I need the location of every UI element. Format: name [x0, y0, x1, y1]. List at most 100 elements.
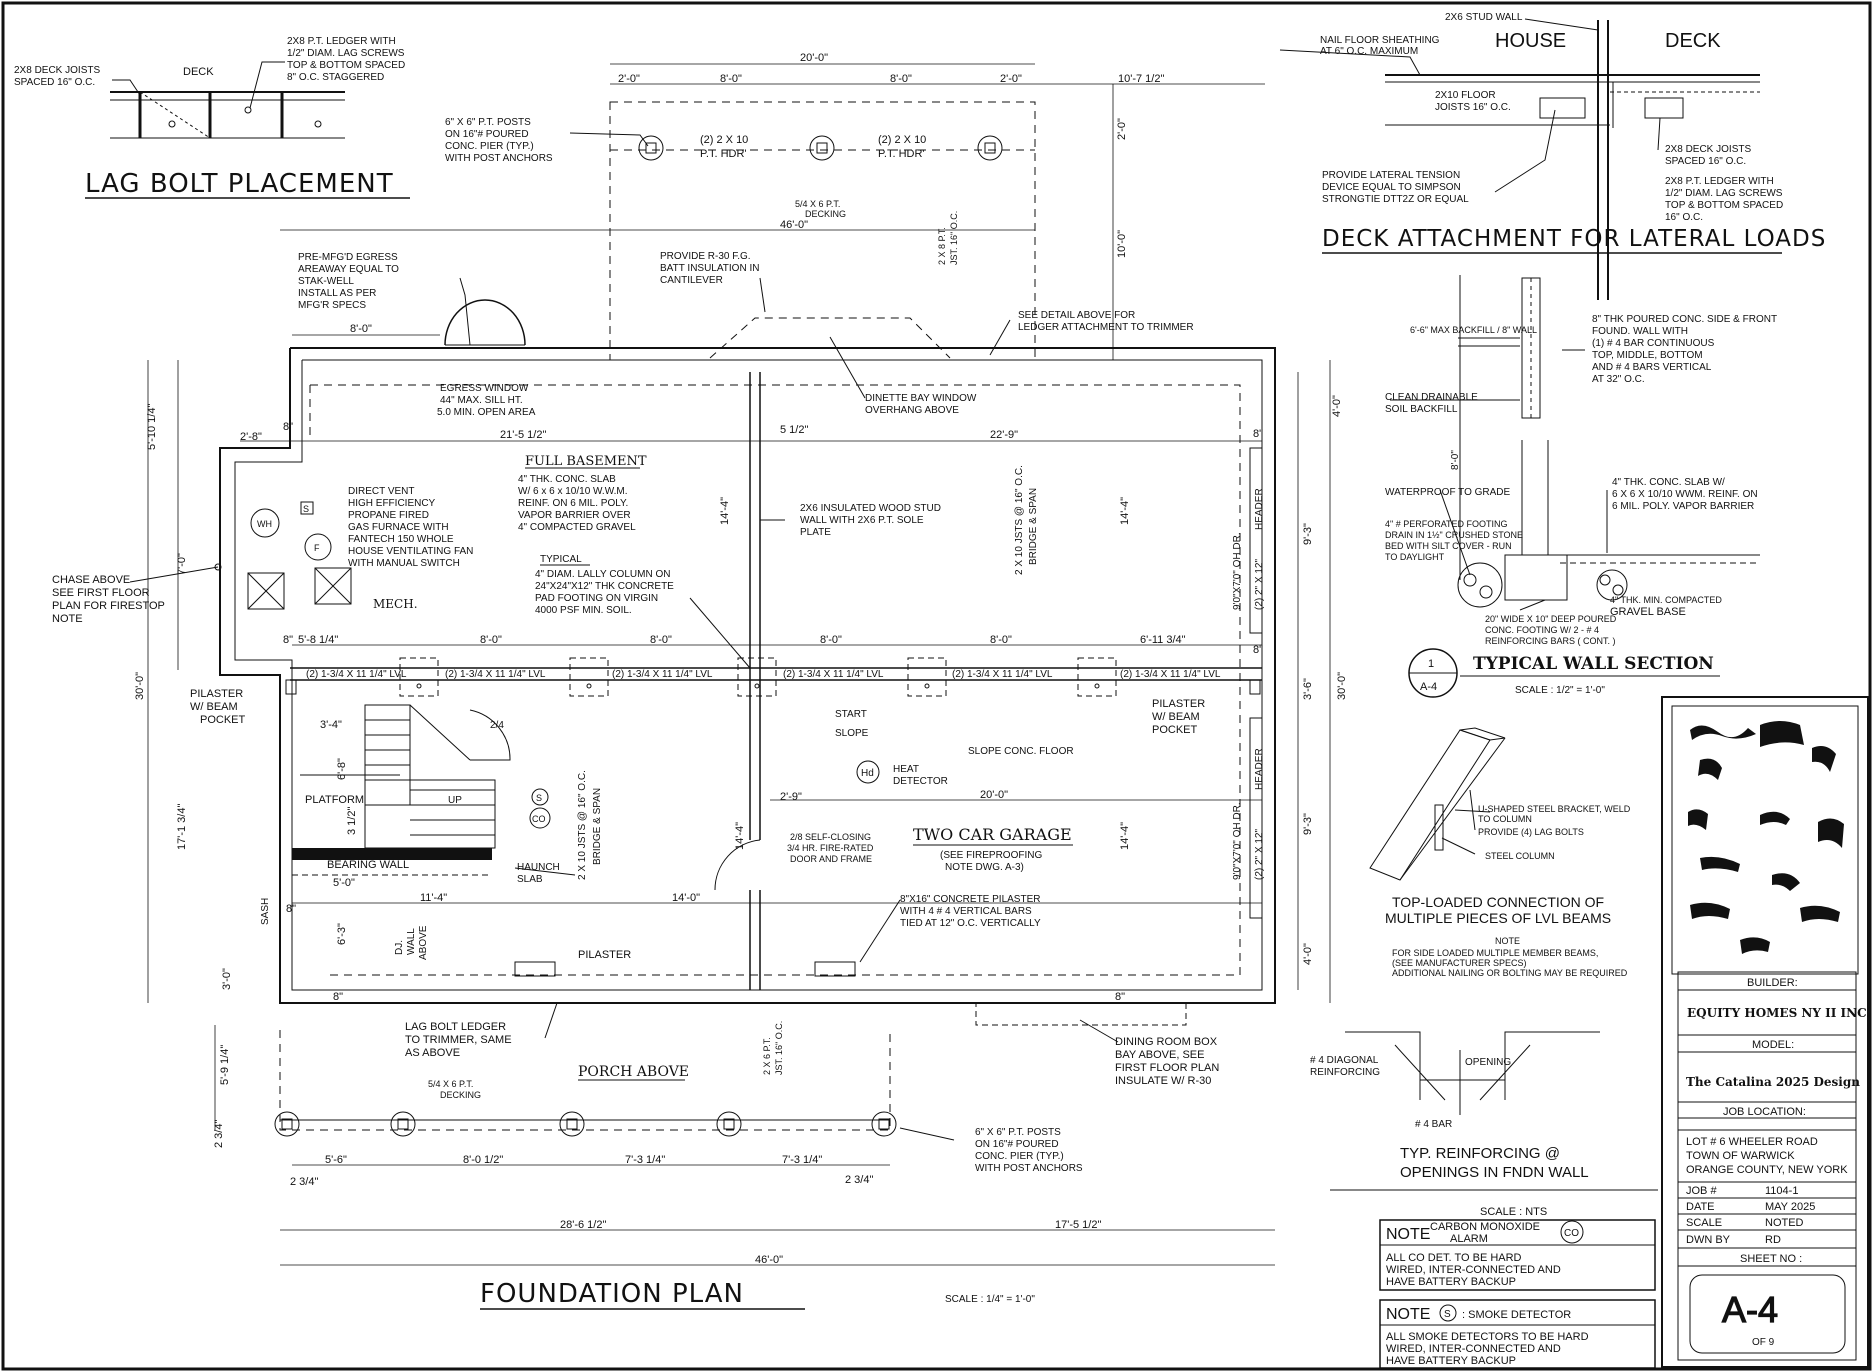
- lag-deck-label: DECK: [183, 66, 214, 78]
- dim-3-0-l: 3'-0": [221, 968, 233, 990]
- typical-label: TYPICAL: [540, 554, 582, 565]
- dim-p-17: 17'-5 1/2": [1055, 1219, 1101, 1231]
- lvl-6: (2) 1-3/4 X 11 1/4" LVL: [1120, 669, 1221, 680]
- dim-8-d: 8": [333, 991, 343, 1003]
- dim-7-0: 7'-0": [176, 553, 188, 575]
- sash-label: SASH: [260, 898, 271, 925]
- dim-8-e: 8": [1253, 428, 1263, 440]
- dim-top-8b: 8'-0": [890, 73, 912, 85]
- dim-r-9-3-b: 9'-3": [1302, 813, 1314, 835]
- waterproof: WATERPROOF TO GRADE: [1385, 487, 1511, 498]
- ws-slab-3: 6 MIL. POLY. VAPOR BARRIER: [1612, 501, 1754, 512]
- found-2: FOUND. WALL WITH: [1592, 326, 1688, 337]
- f-label: F: [314, 543, 320, 553]
- dv-2: HIGH EFFICIENCY: [348, 498, 436, 509]
- mech-label: MECH.: [373, 597, 418, 611]
- scale-label: SCALE: [1686, 1217, 1722, 1229]
- co-title-1: CARBON MONOXIDE: [1430, 1221, 1540, 1233]
- porch-label: PORCH ABOVE: [578, 1064, 689, 1080]
- insul-2: BATT INSULATION IN: [660, 263, 759, 274]
- heat-1: HEAT: [893, 764, 919, 775]
- wall-label: WALL: [406, 928, 417, 955]
- heat-detector-symbol: [856, 760, 880, 784]
- pil-right-3: POCKET: [1152, 724, 1198, 736]
- pil-right-1: PILASTER: [1152, 698, 1205, 710]
- lag-bolt-detail: [110, 61, 345, 139]
- backfill-max: 6'-6" MAX BACKFILL / 8" WALL: [1410, 325, 1537, 335]
- da-joists-2: SPACED 16" O.C.: [1665, 156, 1746, 167]
- deck-label: DECK: [1665, 30, 1721, 52]
- tension-2: DEVICE EQUAL TO SIMPSON: [1322, 182, 1461, 193]
- dim-5-0: 5'-0": [333, 877, 355, 889]
- dim-5-9: 5'-9 1/4": [219, 1045, 231, 1085]
- slope-label: SLOPE: [835, 728, 869, 739]
- lag-ledger-3: AS ABOVE: [405, 1047, 460, 1059]
- dim-p-8-0: 8'-0 1/2": [463, 1154, 503, 1166]
- hdr-1: (2) 2 X 10: [700, 134, 748, 146]
- insul-1: PROVIDE R-30 F.G.: [660, 251, 751, 262]
- egress-5: MFG'R SPECS: [298, 300, 366, 311]
- dim-8-c: 8": [286, 903, 296, 915]
- lag-joists-2: SPACED 16" O.C.: [14, 77, 95, 88]
- builder-name: EQUITY HOMES NY II INC.: [1687, 1006, 1871, 1020]
- pthdr-2: P.T. HDR': [878, 148, 925, 160]
- self-3: DOOR AND FRAME: [790, 854, 872, 864]
- footing-2: CONC. FOOTING W/ 2 - # 4: [1485, 625, 1599, 635]
- dim-b-8-a: 8'-0": [480, 634, 502, 646]
- builder-label: BUILDER:: [1747, 977, 1798, 989]
- reinf-title-1: TYP. REINFORCING @: [1400, 1145, 1560, 1162]
- pil-right-2: W/ BEAM: [1152, 711, 1200, 723]
- dim-top-8a: 8'-0": [720, 73, 742, 85]
- sd-note-box: [1379, 1299, 1656, 1369]
- dim-top-2a: 2'-0": [618, 73, 640, 85]
- foundation-plan-drawing: [129, 101, 1276, 1141]
- tension-1: PROVIDE LATERAL TENSION: [1322, 170, 1460, 181]
- porch-jst-1: 2 X 6 P.T.: [762, 1037, 772, 1075]
- found-5: AND # 4 BARS VERTICAL: [1592, 362, 1712, 373]
- jsts-lower-2: BRIDGE & SPAN: [592, 788, 603, 865]
- lag-ledger-1: LAG BOLT LEDGER: [405, 1021, 506, 1033]
- wh-label: WH: [257, 519, 272, 529]
- dim-5-10: 5'-10 1/4": [146, 404, 158, 450]
- porch-posts-3: CONC. PIER (TYP.): [975, 1151, 1064, 1162]
- job-label: JOB #: [1686, 1185, 1717, 1197]
- jsts-upper-1: 2 X 10 JSTS @ 16" O.C.: [1014, 465, 1025, 575]
- nail-2: AT 6" O.C. MAXIMUM: [1320, 46, 1418, 57]
- dj-label: DJ.: [394, 940, 405, 955]
- da-ledger-2: 1/2" DIAM. LAG SCREWS: [1665, 188, 1783, 199]
- dim-2-8: 2'-8": [240, 431, 262, 443]
- lally-4: 4000 PSF MIN. SOIL.: [535, 605, 632, 616]
- foundation-title: FOUNDATION PLAN: [480, 1279, 744, 1309]
- egwin-2: 44" MAX. SILL HT.: [440, 395, 523, 406]
- drain-3: BED WITH SILT COVER - RUN: [1385, 541, 1512, 551]
- steel-column: STEEL COLUMN: [1485, 851, 1555, 861]
- heat-2: DETECTOR: [893, 776, 948, 787]
- dv-5: FANTECH 150 WHOLE: [348, 534, 454, 545]
- dining-1: DINING ROOM BOX: [1115, 1036, 1218, 1048]
- decking-1: 5/4 X 6 P.T.: [795, 199, 840, 209]
- header-2a: (2) 2" X 12": [1254, 829, 1265, 880]
- dim-cant-10: 10'-0": [1116, 230, 1128, 258]
- dim-20-0: 20'-0": [980, 789, 1008, 801]
- pilaster-label: PILASTER: [578, 949, 631, 961]
- self-2: 3/4 HR. FIRE-RATED: [787, 843, 874, 853]
- full-basement: FULL BASEMENT: [525, 454, 647, 469]
- da-ledger-3: TOP & BOTTOM SPACED: [1665, 200, 1783, 211]
- fb-1: 4" THK. CONC. SLAB: [518, 474, 616, 485]
- stud-1: 2X6 INSULATED WOOD STUD: [800, 503, 941, 514]
- posts-2: ON 16"# POURED: [445, 129, 529, 140]
- location-line-3: ORANGE COUNTY, NEW YORK: [1686, 1164, 1848, 1176]
- dim-14-4-b: 14'-4": [1119, 497, 1131, 525]
- lvl-3: (2) 1-3/4 X 11 1/4" LVL: [612, 669, 713, 680]
- house-label: HOUSE: [1495, 30, 1566, 52]
- ohdr-1: 9'0"X7'0" OH DR.: [1232, 532, 1243, 610]
- lag-bolts: PROVIDE (4) LAG BOLTS: [1478, 827, 1584, 837]
- sd-2: WIRED, INTER-CONNECTED AND: [1386, 1343, 1561, 1355]
- dim-r-3-6: 3'-6": [1302, 678, 1314, 700]
- lag-ledger-2: 1/2" DIAM. LAG SCREWS: [287, 48, 405, 59]
- dim-14-4-a: 14'-4": [719, 497, 731, 525]
- pil-left-1: PILASTER: [190, 688, 243, 700]
- platform-label: PLATFORM: [305, 794, 364, 806]
- egress-4: INSTALL AS PER: [298, 288, 376, 299]
- clean-2: SOIL BACKFILL: [1385, 404, 1458, 415]
